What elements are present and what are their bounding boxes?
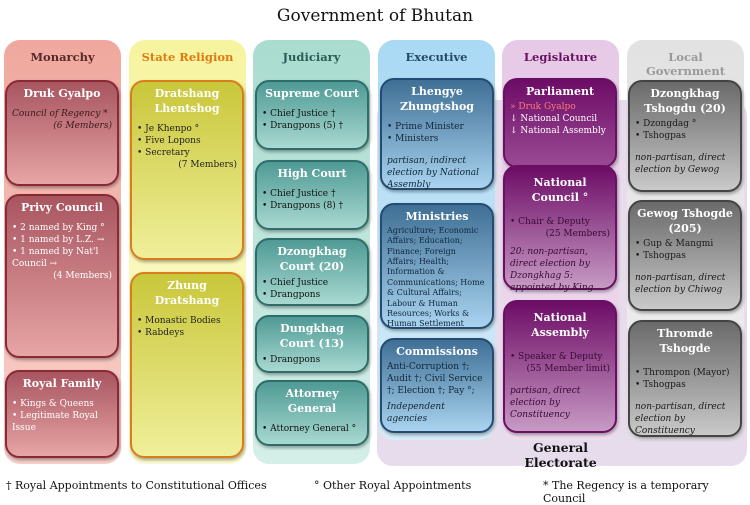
attorney-general-box: Attorney General Attorney General ° — [255, 380, 369, 446]
zhung-dratshang-box: Zhung Dratshang Monastic BodiesRabdeys — [130, 272, 244, 458]
parliament-box: Parliament » Druk Gyalpo ↓ National Coun… — [503, 78, 617, 168]
column-header: Local Government — [645, 50, 726, 78]
footnote-regency: * The Regency is a temporary Council — [543, 479, 709, 505]
footnote-royal-appointments: † Royal Appointments to Constitutional O… — [6, 479, 267, 492]
list-item: Drangpons — [262, 354, 362, 366]
election-note: non-partisan, direct election by Chiwog — [635, 272, 726, 296]
list-item: Thrompon (Mayor) — [635, 367, 735, 379]
election-note: partisan, direct election by Constituenc… — [510, 385, 581, 421]
box-title: Druk Gyalpo — [23, 87, 101, 100]
list-item: Dzongdag ° — [635, 118, 735, 130]
list-item: Drangpons (5) † — [262, 120, 362, 132]
list-item: Gup & Mangmi — [635, 238, 735, 250]
member-count: (7 Members) — [178, 160, 237, 171]
box-title: National Assembly — [531, 311, 589, 339]
diagram-title: Government of Bhutan — [276, 6, 474, 26]
national-council-box: National Council ° Chair & Deputy (25 Me… — [503, 165, 617, 293]
supreme-court-box: Supreme Court Chief Justice †Drangpons (… — [255, 80, 369, 150]
list-item: 2 named by King ° — [12, 222, 112, 234]
regency-text: Council of Regency * — [12, 108, 108, 119]
list-item: Chief Justice — [262, 277, 362, 289]
dratshang-lhentshog-box: Dratshang Lhentshog Je Khenpo °Five Lopo… — [130, 80, 244, 260]
box-title: Attorney General — [285, 387, 339, 415]
list-item: Speaker & Deputy — [510, 351, 610, 363]
box-title: Zhung Dratshang — [154, 279, 220, 307]
election-note: 20: non-partisan, direct election by Dzo… — [510, 246, 594, 294]
column-header: Legislature — [523, 50, 598, 64]
box-title: Lhengye Zhungtshog — [399, 85, 474, 113]
list-item: Legitimate Royal Issue — [12, 410, 112, 434]
member-count: (25 Members) — [545, 228, 610, 239]
list-item: Monastic Bodies — [137, 315, 237, 327]
box-title: Commissions — [396, 345, 478, 358]
ministries-list: Agriculture; Economic Affairs; Education… — [387, 225, 485, 329]
box-title: Ministries — [405, 210, 469, 223]
election-note: non-partisan, direct election by Constit… — [635, 401, 726, 437]
election-note: non-partisan, direct election by Gewog — [635, 152, 726, 176]
box-title: Dungkhag Court (13) — [279, 322, 345, 350]
list-item: 1 named by L.Z. → — [12, 234, 112, 246]
commissions-list: Anti-Corruption †; Audit †; Civil Servic… — [387, 361, 483, 397]
list-item: Tshogpas — [635, 250, 735, 262]
lhengye-zhungtshog-box: Lhengye Zhungtshog Prime MinisterMiniste… — [380, 78, 494, 190]
list-item: Attorney General ° — [262, 423, 362, 435]
column-header: Executive — [405, 50, 468, 64]
list-item: Secretary — [137, 147, 237, 159]
column-header: Monarchy — [30, 50, 95, 64]
list-item: Ministers — [387, 133, 487, 145]
list-item: Drangpons — [262, 289, 362, 301]
dzongkhag-court-box: Dzongkhag Court (20) Chief JusticeDrangp… — [255, 238, 369, 306]
list-item: Je Khenpo ° — [137, 123, 237, 135]
parliament-king: » Druk Gyalpo — [510, 101, 576, 112]
election-note: partisan, indirect election by National … — [387, 155, 480, 191]
box-title: Parliament — [525, 85, 595, 98]
royal-family-box: Royal Family Kings & QueensLegitimate Ro… — [5, 370, 119, 458]
list-item: ↓ National Council — [510, 113, 598, 124]
list-item: Five Lopons — [137, 135, 237, 147]
commissions-box: Commissions Anti-Corruption †; Audit †; … — [380, 338, 494, 433]
box-title: Thromde Tshogde — [657, 327, 713, 355]
list-item: Drangpons (8) † — [262, 200, 362, 212]
list-item: 1 named by Nat'l Council → — [12, 246, 112, 270]
dzongkhag-tshogdu-box: Dzongkhag Tshogdu (20) Dzongdag °Tshogpa… — [628, 80, 742, 192]
box-title: Dzongkhag Court (20) — [277, 245, 347, 273]
column-header: Judiciary — [282, 50, 341, 64]
member-count: (4 Members) — [53, 271, 112, 282]
box-title: Supreme Court — [265, 87, 359, 100]
list-item: Chief Justice † — [262, 188, 362, 200]
electorate-label: General Electorate — [524, 440, 597, 470]
box-title: Dzongkhag Tshogdu (20) — [644, 87, 726, 115]
list-item: Kings & Queens — [12, 398, 112, 410]
footnote-other-appointments: ° Other Royal Appointments — [314, 479, 472, 492]
list-item: ↓ National Assembly — [510, 126, 606, 137]
box-title: Royal Family — [22, 377, 102, 390]
list-item: Chief Justice † — [262, 108, 362, 120]
list-item: Tshogpas — [635, 130, 735, 142]
commissions-note: Independent agencies — [387, 402, 445, 425]
gewog-tshogde-box: Gewog Tshogde (205) Gup & MangmiTshogpas… — [628, 200, 742, 311]
box-title: Gewog Tshogde (205) — [637, 207, 733, 235]
high-court-box: High Court Chief Justice †Drangpons (8) … — [255, 160, 369, 230]
privy-council-box: Privy Council 2 named by King °1 named b… — [5, 194, 119, 358]
member-count: (55 Member limit) — [526, 363, 610, 374]
column-header: State Religion — [141, 50, 234, 64]
box-title: High Court — [277, 167, 347, 180]
list-item: Prime Minister — [387, 121, 487, 133]
box-title: Dratshang Lhentshog — [154, 87, 220, 115]
list-item: Tshogpas — [635, 379, 735, 391]
druk-gyalpo-box: Druk Gyalpo Council of Regency * (6 Memb… — [5, 80, 119, 186]
national-assembly-box: National Assembly Speaker & Deputy (55 M… — [503, 300, 617, 433]
list-item: Chair & Deputy — [510, 216, 610, 228]
regency-count: (6 Members) — [53, 120, 112, 131]
list-item: Rabdeys — [137, 327, 237, 339]
box-title: National Council ° — [531, 176, 589, 204]
dungkhag-court-box: Dungkhag Court (13) Drangpons — [255, 315, 369, 373]
box-title: Privy Council — [20, 201, 103, 214]
thromde-tshogde-box: Thromde Tshogde Thrompon (Mayor)Tshogpas… — [628, 320, 742, 437]
ministries-box: Ministries Agriculture; Economic Affairs… — [380, 203, 494, 329]
